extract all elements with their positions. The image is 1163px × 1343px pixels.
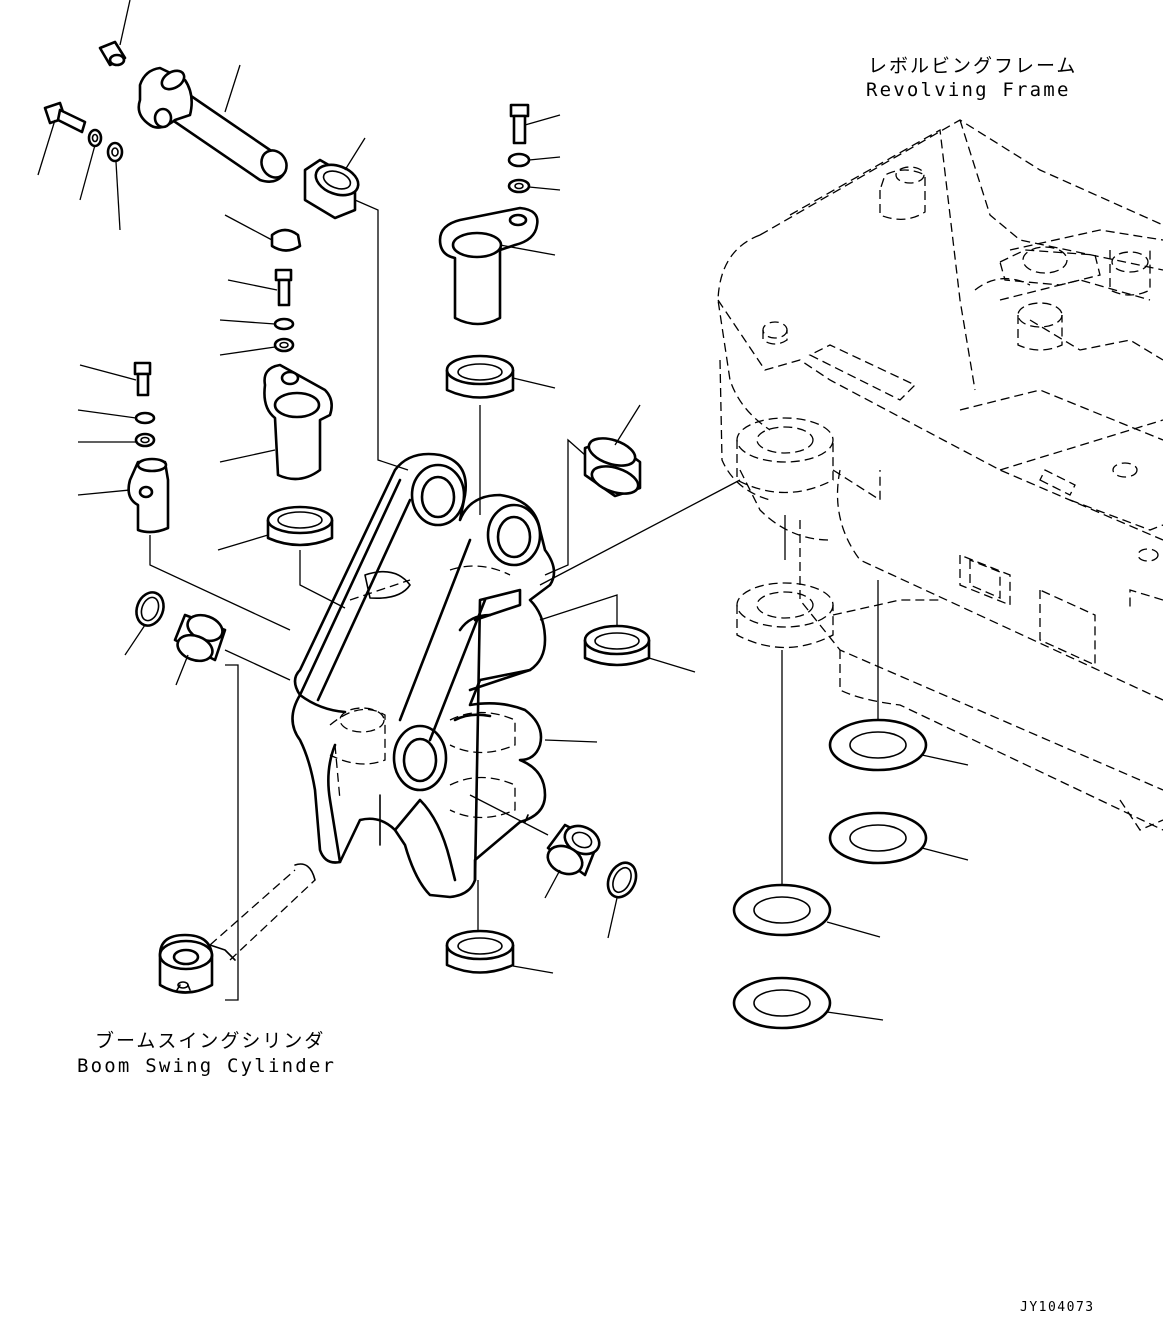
snap-ring-lower: [606, 861, 638, 939]
flanged-bushing-top-right: [438, 206, 556, 326]
grease-fitting: [98, 0, 131, 67]
bolt-middle: [219, 268, 295, 356]
cap-nut: [224, 214, 302, 252]
flanged-bushing-small-left: [77, 457, 291, 631]
bushing-top: [303, 137, 409, 471]
boom-swing-cylinder-label-jp: ブームスイングシリンダ: [95, 1029, 325, 1052]
bushing-right: [544, 404, 642, 576]
boom-swing-cylinder-label-en: Boom Swing Cylinder: [77, 1055, 336, 1077]
swing-bracket: [291, 452, 556, 899]
bolt-top-right: [507, 103, 561, 194]
bolt-top-left: [37, 101, 124, 231]
boom-swing-cylinder: [158, 664, 316, 1001]
ring-right: [539, 594, 696, 673]
snap-ring-left: [124, 591, 165, 656]
shim-stack: [732, 580, 969, 1030]
ring-bottom: [445, 880, 554, 974]
drawing-code: JY104073: [1020, 1300, 1095, 1315]
revolving-frame-label-en: Revolving Frame: [866, 79, 1071, 101]
flanged-bushing-left: [219, 363, 333, 481]
revolving-frame: [717, 119, 1163, 831]
pin-top-left: [137, 66, 288, 183]
ring-top-right: [445, 354, 556, 515]
revolving-frame-label-jp: レボルビングフレーム: [868, 55, 1077, 77]
bolt-left: [77, 361, 156, 448]
bushing-lower: [469, 794, 601, 899]
bushing-left: [173, 613, 291, 686]
ring-middle-left: [217, 505, 346, 609]
